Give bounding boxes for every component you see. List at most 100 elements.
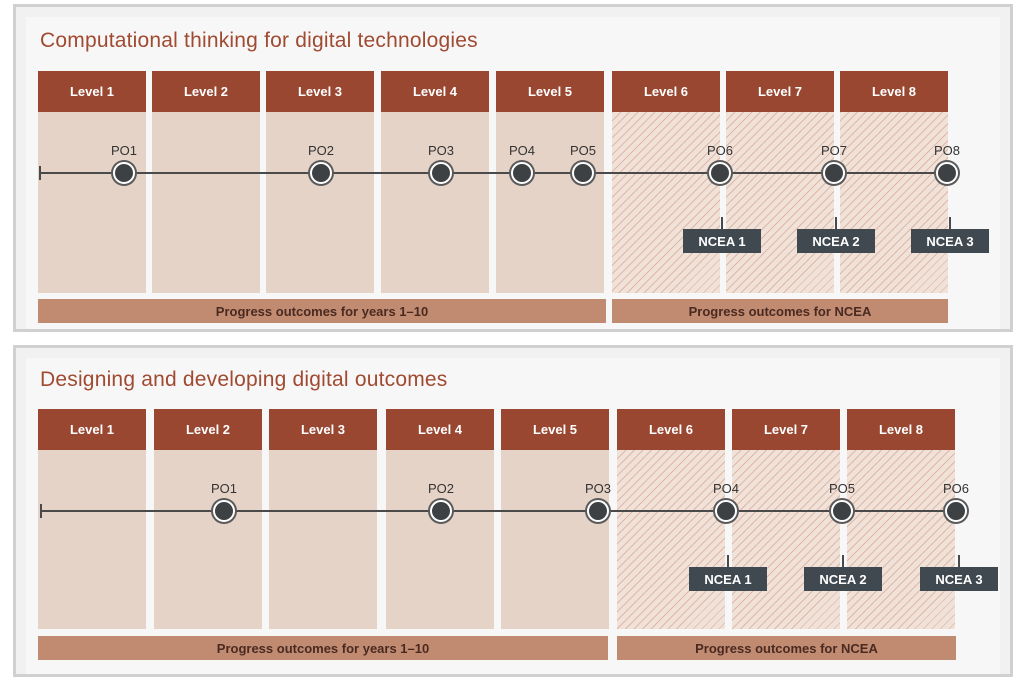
level-body xyxy=(386,450,494,629)
level-column-4: Level 4 xyxy=(381,71,489,293)
level-body xyxy=(496,112,604,293)
progress-outcome-node xyxy=(310,162,332,184)
level-body-ncea xyxy=(726,112,834,293)
level-header: Level 8 xyxy=(840,71,948,112)
footer-ncea: Progress outcomes for NCEA xyxy=(612,299,948,323)
level-body xyxy=(38,450,146,629)
level-body xyxy=(381,112,489,293)
level-column-8: Level 8 xyxy=(847,409,955,629)
timeline-start-tick xyxy=(39,166,41,180)
level-column-2: Level 2 xyxy=(152,71,260,293)
level-column-4: Level 4 xyxy=(386,409,494,629)
level-column-1: Level 1 xyxy=(38,71,146,293)
level-header: Level 1 xyxy=(38,409,146,450)
ncea-badge: NCEA 1 xyxy=(683,229,761,253)
progress-outcome-node xyxy=(709,162,731,184)
level-body xyxy=(269,450,377,629)
ncea-badge: NCEA 3 xyxy=(911,229,989,253)
progress-outcome-label: PO4 xyxy=(508,143,536,158)
progress-outcome-label: PO2 xyxy=(307,143,335,158)
progress-outcome-label: PO5 xyxy=(569,143,597,158)
level-column-8: Level 8 xyxy=(840,71,948,293)
progress-outcome-node xyxy=(831,500,853,522)
level-header: Level 8 xyxy=(847,409,955,450)
progress-outcome-label: PO7 xyxy=(820,143,848,158)
level-header: Level 3 xyxy=(266,71,374,112)
level-column-7: Level 7 xyxy=(732,409,840,629)
level-header: Level 4 xyxy=(386,409,494,450)
level-column-3: Level 3 xyxy=(269,409,377,629)
level-body xyxy=(266,112,374,293)
level-header: Level 2 xyxy=(152,71,260,112)
level-header: Level 7 xyxy=(732,409,840,450)
level-header: Level 3 xyxy=(269,409,377,450)
progress-outcome-node xyxy=(430,500,452,522)
progress-outcome-label: PO2 xyxy=(427,481,455,496)
level-column-5: Level 5 xyxy=(496,71,604,293)
progress-outcome-label: PO4 xyxy=(712,481,740,496)
progress-outcome-label: PO8 xyxy=(933,143,961,158)
progress-outcome-node xyxy=(936,162,958,184)
level-body xyxy=(154,450,262,629)
level-header: Level 4 xyxy=(381,71,489,112)
ncea-connector xyxy=(727,555,729,567)
ncea-connector xyxy=(842,555,844,567)
progress-outcome-label: PO1 xyxy=(110,143,138,158)
level-body xyxy=(38,112,146,293)
level-body-ncea xyxy=(840,112,948,293)
footer-years-1-10: Progress outcomes for years 1–10 xyxy=(38,299,606,323)
level-column-5: Level 5 xyxy=(501,409,609,629)
level-body xyxy=(152,112,260,293)
level-header: Level 1 xyxy=(38,71,146,112)
progress-outcome-label: PO6 xyxy=(942,481,970,496)
ncea-connector xyxy=(949,217,951,229)
level-body-ncea xyxy=(617,450,725,629)
progress-outcome-node xyxy=(113,162,135,184)
progress-outcome-node xyxy=(715,500,737,522)
level-header: Level 5 xyxy=(496,71,604,112)
timeline-line xyxy=(40,172,949,174)
ncea-connector xyxy=(958,555,960,567)
panel-title: Designing and developing digital outcome… xyxy=(40,368,448,391)
level-header: Level 6 xyxy=(617,409,725,450)
level-body-ncea xyxy=(847,450,955,629)
timeline-line xyxy=(41,510,956,512)
panel-title: Computational thinking for digital techn… xyxy=(40,29,478,52)
level-body-ncea xyxy=(612,112,720,293)
progress-outcome-node xyxy=(430,162,452,184)
progress-outcome-label: PO5 xyxy=(828,481,856,496)
level-header: Level 7 xyxy=(726,71,834,112)
level-column-6: Level 6 xyxy=(617,409,725,629)
progress-outcome-node xyxy=(213,500,235,522)
progress-outcome-label: PO3 xyxy=(427,143,455,158)
level-column-1: Level 1 xyxy=(38,409,146,629)
progress-outcome-node xyxy=(823,162,845,184)
level-column-7: Level 7 xyxy=(726,71,834,293)
progress-outcome-node xyxy=(511,162,533,184)
ncea-badge: NCEA 1 xyxy=(689,567,767,591)
timeline-start-tick xyxy=(40,504,42,518)
progress-outcome-node xyxy=(945,500,967,522)
progress-outcome-label: PO1 xyxy=(210,481,238,496)
footer-years-1-10: Progress outcomes for years 1–10 xyxy=(38,636,608,660)
level-header: Level 2 xyxy=(154,409,262,450)
level-header: Level 6 xyxy=(612,71,720,112)
level-header: Level 5 xyxy=(501,409,609,450)
progress-outcome-label: PO6 xyxy=(706,143,734,158)
ncea-connector xyxy=(835,217,837,229)
level-column-6: Level 6 xyxy=(612,71,720,293)
level-column-3: Level 3 xyxy=(266,71,374,293)
progress-outcome-node xyxy=(587,500,609,522)
ncea-badge: NCEA 2 xyxy=(804,567,882,591)
progress-outcome-label: PO3 xyxy=(584,481,612,496)
ncea-connector xyxy=(721,217,723,229)
footer-ncea: Progress outcomes for NCEA xyxy=(617,636,956,660)
level-body xyxy=(501,450,609,629)
ncea-badge: NCEA 3 xyxy=(920,567,998,591)
panel-designing-developing: Designing and developing digital outcome… xyxy=(13,345,1013,677)
level-body-ncea xyxy=(732,450,840,629)
panel-computational-thinking: Computational thinking for digital techn… xyxy=(13,4,1013,332)
level-column-2: Level 2 xyxy=(154,409,262,629)
ncea-badge: NCEA 2 xyxy=(797,229,875,253)
progress-outcome-node xyxy=(572,162,594,184)
